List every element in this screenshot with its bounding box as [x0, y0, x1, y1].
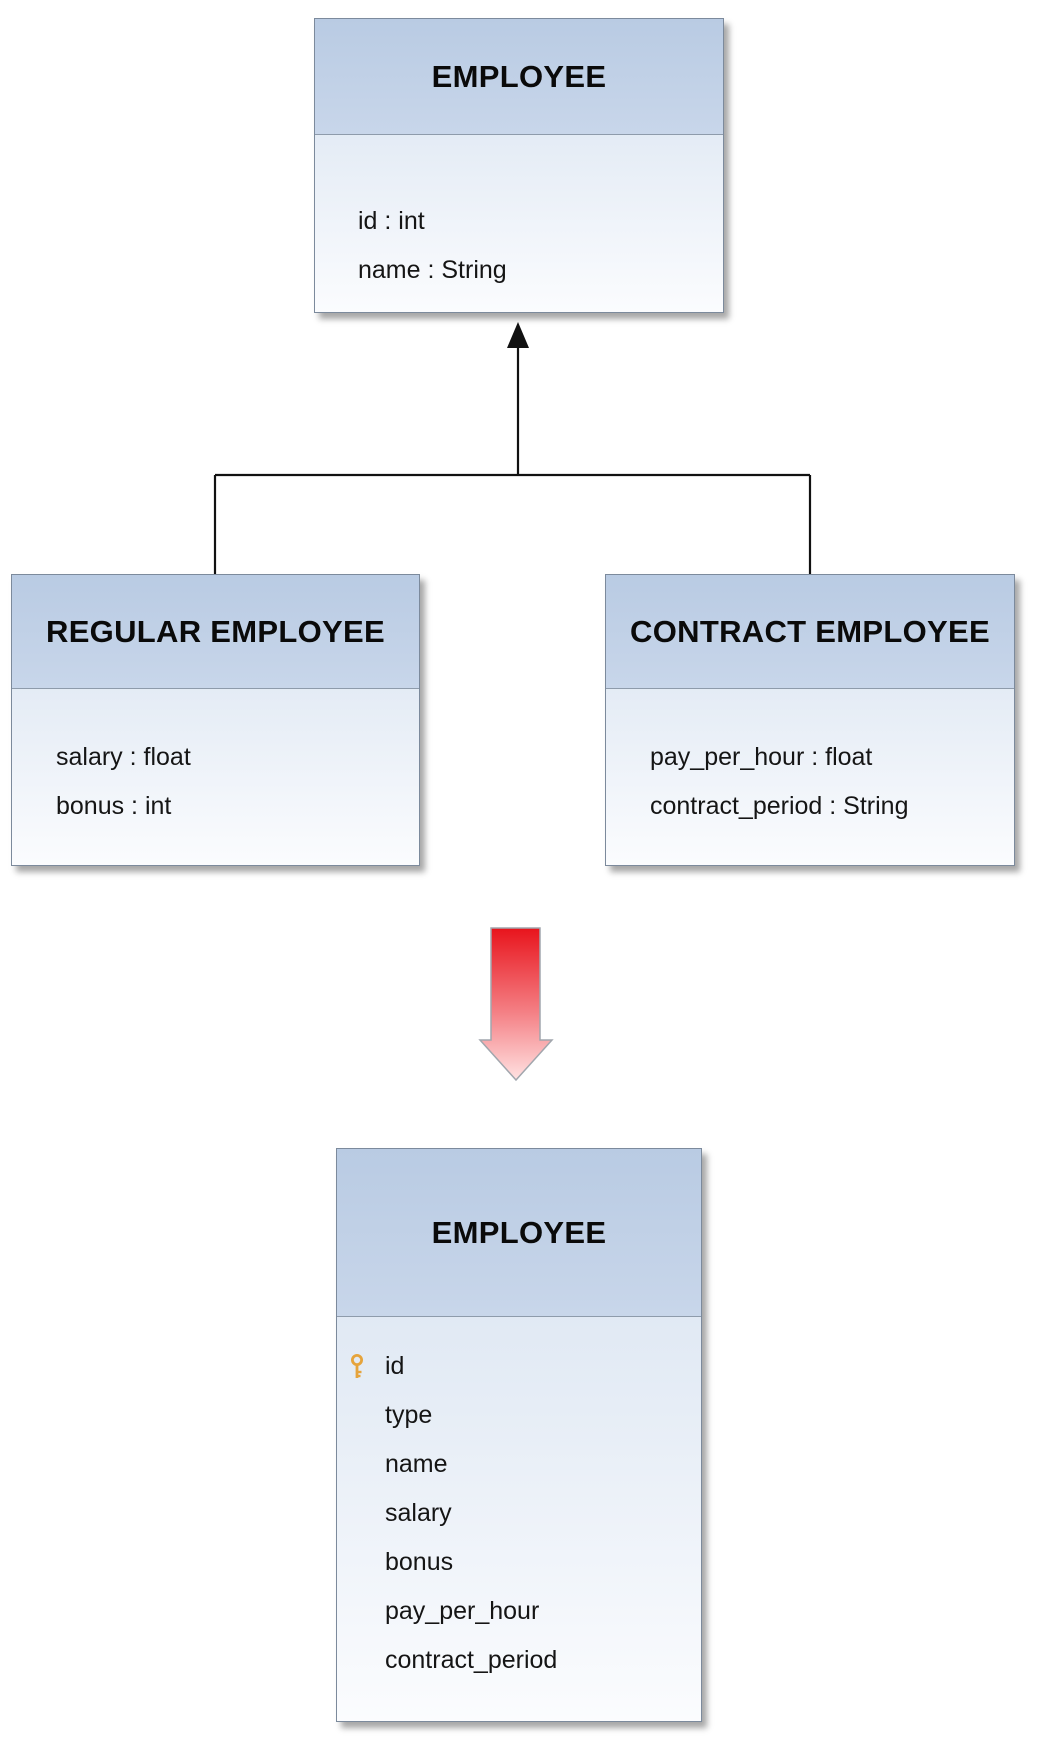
class-regular-employee-title: REGULAR EMPLOYEE — [46, 613, 385, 649]
table-employee[interactable]: EMPLOYEE id type name salary bonus pay_p… — [336, 1148, 702, 1722]
table-employee-columns: id type name salary bonus pay_per_hour c… — [337, 1342, 701, 1685]
class-contract-employee-header: CONTRACT EMPLOYEE — [606, 575, 1014, 689]
table-column: pay_per_hour — [385, 1597, 540, 1625]
inheritance-connector — [213, 345, 812, 574]
attribute-row: contract_period : String — [650, 792, 909, 820]
table-column: salary — [385, 1499, 452, 1527]
table-employee-header: EMPLOYEE — [337, 1149, 701, 1317]
attribute-row: id : int — [358, 207, 425, 235]
class-employee-title: EMPLOYEE — [431, 58, 607, 94]
table-column: bonus — [385, 1548, 454, 1576]
attribute-row: bonus : int — [56, 792, 172, 820]
class-regular-employee-attributes: salary : float bonus : int — [12, 733, 419, 831]
key-icon — [351, 1354, 363, 1378]
class-contract-employee-attributes: pay_per_hour : float contract_period : S… — [606, 733, 1014, 831]
table-column: type — [385, 1401, 433, 1429]
table-column: name — [385, 1450, 448, 1478]
table-column-primary-key: id — [337, 1342, 701, 1391]
table-column-label: id — [385, 1352, 405, 1380]
inheritance-arrowhead-icon — [507, 322, 529, 348]
class-contract-employee-title: CONTRACT EMPLOYEE — [630, 613, 990, 649]
class-contract-employee[interactable]: CONTRACT EMPLOYEE pay_per_hour : float c… — [605, 574, 1015, 866]
class-regular-employee[interactable]: REGULAR EMPLOYEE salary : float bonus : … — [11, 574, 420, 866]
class-employee-attributes: id : int name : String — [315, 197, 723, 295]
class-employee[interactable]: EMPLOYEE id : int name : String — [314, 18, 724, 313]
attribute-row: salary : float — [56, 743, 191, 771]
class-employee-header: EMPLOYEE — [315, 19, 723, 135]
table-column: contract_period — [385, 1646, 558, 1674]
class-regular-employee-header: REGULAR EMPLOYEE — [12, 575, 419, 689]
transform-down-arrow-icon — [478, 927, 554, 1082]
attribute-row: name : String — [358, 256, 507, 284]
attribute-row: pay_per_hour : float — [650, 743, 873, 771]
table-employee-title: EMPLOYEE — [431, 1214, 607, 1250]
